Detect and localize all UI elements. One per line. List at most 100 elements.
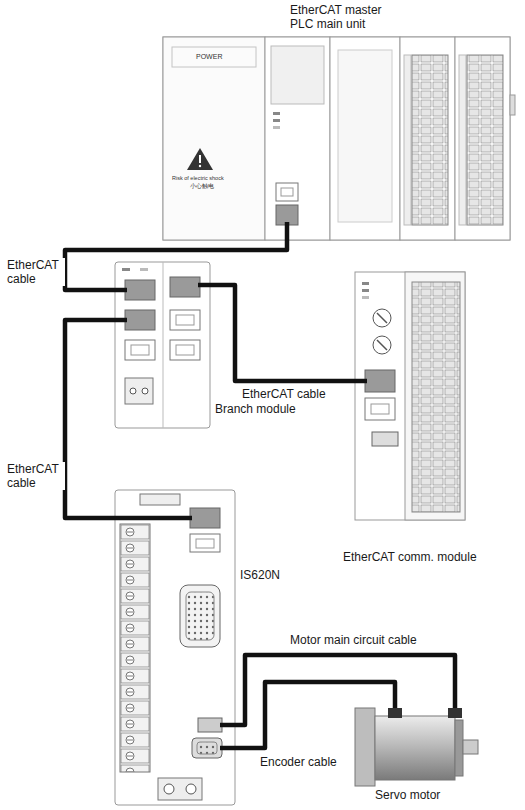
servo-motor: Servo motor [355,708,480,786]
cable-label: EtherCAT cable [5,462,65,490]
terminal-side [405,272,465,520]
ethercat-port [170,340,200,360]
ground-screw [186,784,196,794]
port-socket [281,188,293,196]
plc-housing [163,37,510,240]
motor-shaft [463,740,478,754]
ethercat-port [125,340,155,360]
connector-pin [142,388,148,394]
connector-pins [197,742,217,754]
led [140,268,148,271]
ethercat-port [170,310,200,330]
comm-housing [355,272,465,520]
divider [163,262,164,428]
branch-module: Branch module [115,262,210,428]
ethercat-port [125,310,155,330]
drive-housing [115,490,235,805]
ground-screw [164,784,174,794]
cable-stub [198,283,210,288]
led [273,112,280,115]
led [362,289,369,292]
drive-illustration [115,490,235,805]
comm-illustration [355,272,465,520]
power-connector [125,378,153,404]
port-socket [371,404,389,414]
io-module [455,37,510,240]
led [362,282,369,285]
cable-label: Encoder cable [258,755,339,769]
terminal-block [467,55,503,225]
ethercat-cable [235,682,395,748]
led [273,119,280,122]
port-socket [176,315,194,325]
comm-module: EtherCAT comm. module [355,272,465,520]
ethercat-cable [65,240,287,290]
panel-marking: POWER [196,53,222,61]
led [273,126,280,129]
warning-symbol [187,148,213,170]
led-strip [459,55,466,225]
cable-label: EtherCAT cable [240,387,328,401]
device-label: EtherCAT comm. module [343,550,477,564]
terminal-block [120,524,150,772]
encoder-connector [192,738,222,758]
encoder-plug [388,708,402,718]
servo-drive: IS620N [115,490,235,805]
ethernet-port [276,183,298,201]
connector-pin [130,388,136,394]
cable-stub [115,516,192,521]
motor-cap [455,720,463,776]
cable-stub [115,318,127,323]
plc-main-unit: EtherCAT master PLC main unit [163,37,510,240]
ethercat-port [125,280,155,300]
motor-flange [355,708,375,786]
ethercat-port [365,370,395,392]
device-title: EtherCAT master PLC main unit [290,3,390,31]
connector-pins [186,592,214,640]
ethercat-port [170,277,200,297]
branch-illustration [115,262,210,428]
terminal-block [412,282,460,512]
port-socket [131,345,149,355]
side-hook [510,95,515,115]
cable-stub [220,746,235,751]
cable-stub [285,222,290,240]
switch-slot [377,340,387,350]
motor-illustration [355,708,478,786]
cable-label: Motor main circuit cable [288,633,419,647]
led [362,296,369,299]
ethercat-cable [210,285,355,381]
cpu-cover [271,46,324,104]
device-label: IS620N [240,568,280,582]
device-label: Servo motor [375,788,440,802]
led-strip [404,55,411,225]
top-connector [140,494,180,505]
branch-housing [115,262,210,428]
rotary-switch [373,309,391,327]
cable-stub [115,288,127,293]
ethercat-port [365,398,395,420]
switch-slot [377,313,387,323]
module-front [338,50,392,222]
plc-illustration [163,37,515,240]
motor-body [375,716,455,780]
cable-stub [220,723,235,728]
io-module [330,37,400,240]
power-module [163,37,265,240]
terminal-block [412,55,448,225]
io-connector [180,585,220,647]
ethercat-port [190,508,220,528]
warning-mark [199,155,201,163]
ground-terminal [158,778,202,800]
ethercat-cable [65,320,115,518]
warning-dot [199,165,201,167]
motor-connector [198,718,222,732]
panel-marking: 小心触电 [190,183,214,189]
device-label: Branch module [215,402,296,416]
power-plug [448,708,462,718]
ethercat-cable [235,655,455,725]
cpu-module [265,37,330,240]
power-connector [372,432,398,446]
cable-stub [355,379,367,384]
